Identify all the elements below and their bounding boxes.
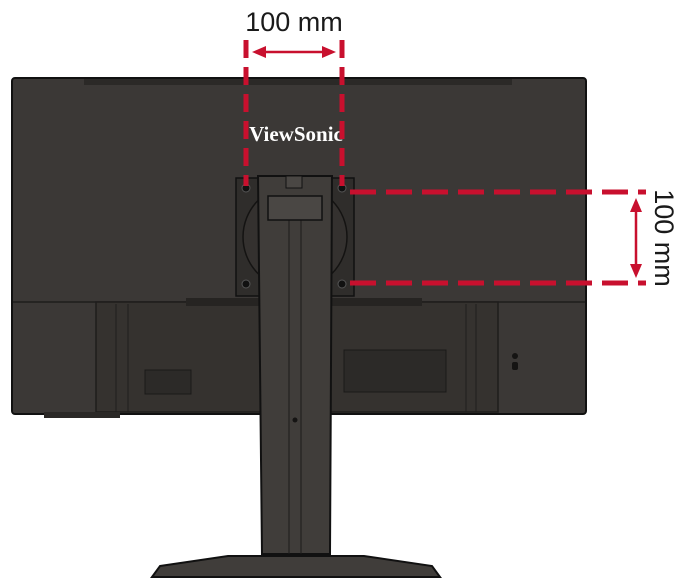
stand — [150, 175, 442, 578]
screw-hole-bottom-left — [241, 279, 251, 289]
vertical-dimension-label: 100 mm — [649, 189, 679, 287]
brand-logo: ViewSonic — [249, 122, 343, 146]
screw-hole-bottom-right — [337, 279, 347, 289]
horizontal-dimension-label: 100 mm — [245, 7, 343, 37]
vertical-dimension: 100 mm — [350, 189, 679, 287]
horizontal-dimension: 100 mm — [243, 7, 345, 186]
